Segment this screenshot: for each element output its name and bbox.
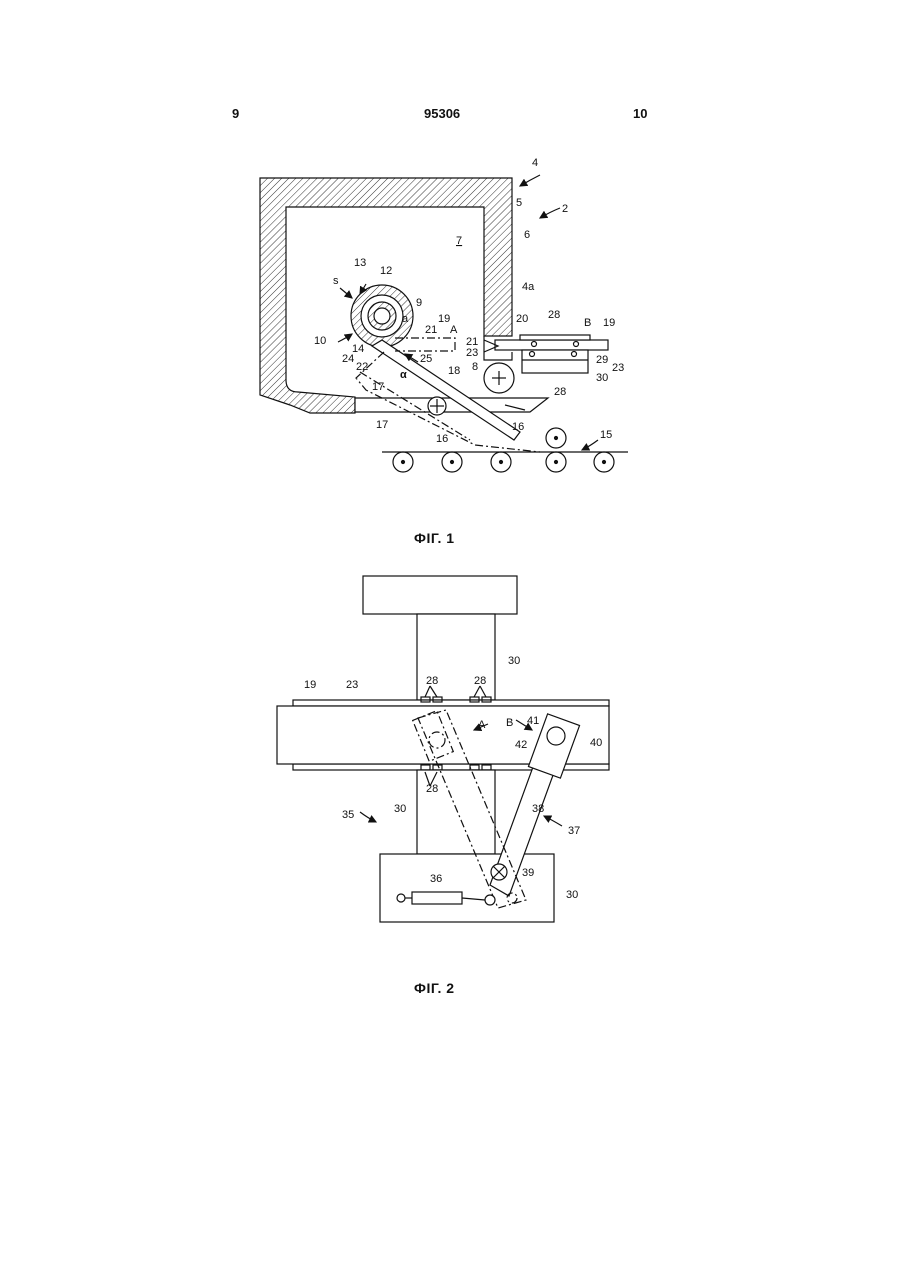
label-12: 12 [380,265,392,277]
rail-23-top [293,700,609,706]
label-17-upper: 17 [372,381,384,393]
label-10: 10 [314,335,326,347]
drive-housing-top [363,576,517,614]
label-alpha: α [400,369,407,381]
label-4: 4 [532,157,538,169]
label-28-top: 28 [548,309,560,321]
label-21-left: 21 [425,324,437,336]
label-42: 42 [515,739,527,751]
cylinder-36 [412,892,462,904]
label-30-base: 30 [566,889,578,901]
label-39: 39 [522,867,534,879]
label-23-right: 23 [612,362,624,374]
label-21-right: 21 [466,336,478,348]
label-36: 36 [430,873,442,885]
label-30-lower: 30 [394,803,406,815]
label-9: 9 [416,297,422,309]
label-28-right: 28 [474,675,486,687]
label-19-left: 19 [438,313,450,325]
column-30-upper [417,614,495,700]
label-15: 15 [600,429,612,441]
label-B: B [584,317,591,329]
label-A: A [478,719,486,731]
label-28-bottom: 28 [426,783,438,795]
label-19: 19 [304,679,316,691]
label-18: 18 [448,365,460,377]
cylinder-anchor [397,894,405,902]
guide-block [522,350,588,373]
label-17-lower: 17 [376,419,388,431]
label-13: 13 [354,257,366,269]
label-A: A [450,324,458,336]
label-30: 30 [596,372,608,384]
label-8: 8 [472,361,478,373]
label-5: 5 [516,197,522,209]
label-29: 29 [596,354,608,366]
conveyor-rollers [393,428,614,472]
label-28-left: 28 [426,675,438,687]
figure-2-caption: ФІГ. 2 [414,980,455,996]
label-35: 35 [342,809,354,821]
label-7: 7 [456,235,462,247]
label-37: 37 [568,825,580,837]
label-6: 6 [524,229,530,241]
label-30-upper: 30 [508,655,520,667]
pin-41 [547,727,565,745]
label-B: B [506,717,513,729]
slide-bar [495,340,608,350]
label-a: a [402,313,409,325]
label-23-left: 23 [466,347,478,359]
label-25: 25 [420,353,432,365]
label-s: s [333,275,339,287]
figure-2 [277,576,609,922]
base-housing-30 [380,854,554,922]
label-4a: 4a [522,281,535,293]
label-16-lower: 16 [436,433,448,445]
label-23: 23 [346,679,358,691]
label-19-right: 19 [603,317,615,329]
label-22: 22 [356,361,368,373]
label-28-bottom: 28 [554,386,566,398]
label-2: 2 [562,203,568,215]
figure-1-caption: ФІГ. 1 [414,530,455,546]
label-38: 38 [532,803,544,815]
label-20: 20 [516,313,528,325]
label-41: 41 [527,715,539,727]
label-24: 24 [342,353,354,365]
label-16-right: 16 [512,421,524,433]
chute-plate [355,398,548,412]
label-40: 40 [590,737,602,749]
